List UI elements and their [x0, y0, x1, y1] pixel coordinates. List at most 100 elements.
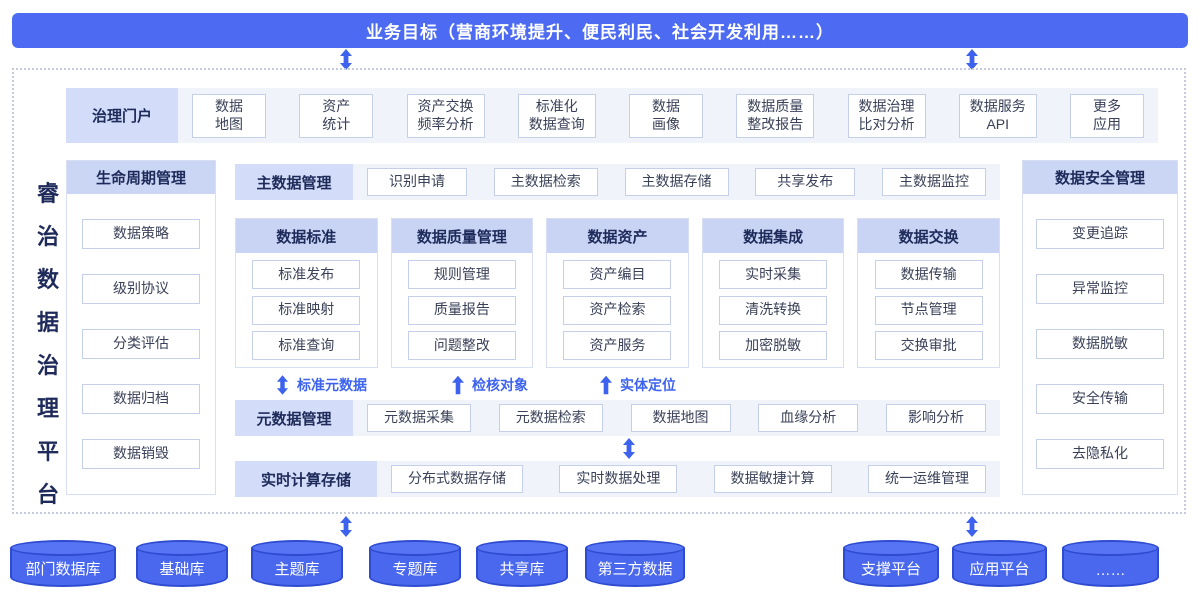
module-data-exchange: 数据交换 数据传输 节点管理 交换审批	[857, 218, 1000, 368]
security-item: 变更追踪	[1036, 219, 1164, 249]
lifecycle-item: 分类评估	[82, 329, 200, 359]
portal-item: 资产 统计	[299, 93, 374, 138]
security-item: 数据脱敏	[1036, 329, 1164, 359]
portal-item: 资产交换 频率分析	[406, 93, 485, 138]
module-item: 标准查询	[252, 331, 361, 361]
metadata-item: 影响分析	[886, 404, 986, 432]
realtime-item: 数据敏捷计算	[713, 465, 832, 493]
flow-check-object: 检核对象	[452, 373, 528, 397]
double-arrow-icon	[966, 49, 978, 70]
database-cylinder-icon: 部门数据库	[10, 540, 116, 587]
flow-label: 检核对象	[472, 377, 528, 393]
realtime-strip: 分布式数据存储 实时数据处理 数据敏捷计算 统一运维管理	[377, 461, 1000, 497]
realtime-item: 统一运维管理	[867, 465, 986, 493]
brand-char: 平	[36, 439, 59, 464]
module-title: 数据资产	[547, 219, 688, 253]
module-item: 清洗转换	[719, 295, 828, 325]
master-data-strip: 识别申请 主数据检索 主数据存储 共享发布 主数据监控	[353, 164, 1000, 200]
database-cylinder-icon: 第三方数据	[585, 540, 685, 587]
portal-item: 数据质量 整改报告	[736, 93, 815, 138]
realtime-item: 分布式数据存储	[391, 465, 523, 493]
portal-strip: 数据 地图 资产 统计 资产交换 频率分析 标准化 数据查询 数据 画像 数据质…	[178, 88, 1158, 143]
portal-item: 数据服务 API	[958, 93, 1037, 138]
portal-item: 数据治理 比对分析	[847, 93, 926, 138]
flow-standard-metadata: 标准元数据	[276, 373, 367, 397]
module-item: 标准发布	[252, 259, 361, 289]
lifecycle-item: 级别协议	[82, 274, 200, 304]
master-data-label: 主数据管理	[235, 164, 353, 200]
database-label: 基础库	[159, 561, 205, 578]
security-item: 异常监控	[1036, 274, 1164, 304]
brand-char: 台	[36, 482, 59, 507]
metadata-item: 数据地图	[630, 404, 731, 432]
lifecycle-title: 生命周期管理	[67, 161, 215, 194]
metadata-strip: 元数据采集 元数据检索 数据地图 血缘分析 影响分析	[353, 400, 1000, 436]
platform-label: 应用平台	[969, 561, 1030, 578]
business-goal-text: 业务目标（营商环境提升、便民利民、社会开发利用……）	[366, 23, 834, 42]
module-data-quality: 数据质量管理 规则管理 质量报告 问题整改	[390, 218, 534, 368]
module-item: 标准映射	[252, 295, 361, 325]
security-column: 数据安全管理 变更追踪 异常监控 数据脱敏 安全传输 去隐私化	[1022, 160, 1178, 495]
module-title: 数据交换	[858, 219, 999, 253]
database-cylinder-icon: ……	[1062, 540, 1159, 587]
portal-item: 标准化 数据查询	[517, 93, 596, 138]
metadata-item: 元数据采集	[367, 404, 471, 432]
database-cylinder-icon: 共享库	[476, 540, 568, 587]
portal-item: 更多 应用	[1070, 93, 1144, 138]
lifecycle-column: 生命周期管理 数据策略 级别协议 分类评估 数据归档 数据销毁	[66, 160, 216, 495]
brand-char: 睿	[36, 181, 59, 206]
module-item: 规则管理	[407, 259, 516, 289]
up-arrow-icon	[600, 375, 612, 395]
lifecycle-item: 数据销毁	[82, 439, 200, 469]
brand-char: 数	[36, 267, 59, 292]
module-data-standard: 数据标准 标准发布 标准映射 标准查询	[235, 218, 378, 368]
brand-char: 据	[36, 310, 59, 335]
module-title: 数据质量管理	[391, 219, 533, 253]
module-data-integration: 数据集成 实时采集 清洗转换 加密脱敏	[701, 218, 845, 368]
database-cylinder-icon: 应用平台	[952, 540, 1047, 587]
master-data-item: 共享发布	[755, 168, 856, 196]
brand-char: 治	[36, 224, 59, 249]
brand-char: 理	[36, 396, 59, 421]
portal-label: 治理门户	[66, 88, 178, 143]
module-item: 资产服务	[563, 331, 672, 361]
database-label: 共享库	[499, 561, 545, 578]
module-item: 资产编目	[563, 259, 672, 289]
module-title: 数据标准	[236, 219, 377, 253]
realtime-label: 实时计算存储	[235, 461, 377, 497]
business-goal-banner: 业务目标（营商环境提升、便民利民、社会开发利用……）	[12, 13, 1188, 48]
portal-row: 治理门户 数据 地图 资产 统计 资产交换 频率分析 标准化 数据查询 数据 画…	[66, 88, 1158, 143]
double-arrow-icon	[966, 516, 978, 537]
database-cylinder-icon: 主题库	[251, 540, 343, 587]
module-item: 数据传输	[874, 259, 983, 289]
security-title: 数据安全管理	[1023, 161, 1177, 194]
database-label: 部门数据库	[25, 561, 101, 578]
metadata-row: 元数据管理 元数据采集 元数据检索 数据地图 血缘分析 影响分析	[235, 400, 1000, 436]
security-body: 变更追踪 异常监控 数据脱敏 安全传输 去隐私化	[1023, 194, 1177, 494]
module-item: 问题整改	[407, 331, 516, 361]
database-cylinder-icon: 支撑平台	[843, 540, 939, 587]
platform-label: ……	[1095, 562, 1126, 579]
double-arrow-icon	[340, 49, 352, 70]
database-label: 专题库	[392, 561, 438, 578]
metadata-item: 元数据检索	[498, 404, 603, 432]
database-label: 主题库	[274, 561, 320, 578]
database-label: 第三方数据	[597, 561, 673, 578]
brand-char: 治	[36, 353, 59, 378]
portal-item: 数据 地图	[192, 93, 266, 138]
double-arrow-icon	[623, 438, 635, 459]
module-item: 加密脱敏	[719, 331, 828, 361]
flow-label: 实体定位	[620, 377, 676, 393]
lifecycle-item: 数据归档	[82, 384, 200, 414]
platform-label: 支撑平台	[860, 561, 921, 578]
module-columns: 数据标准 标准发布 标准映射 标准查询 数据质量管理 规则管理 质量报告 问题整…	[235, 218, 1000, 368]
double-arrow-icon	[340, 516, 352, 537]
platform-frame	[12, 68, 1186, 514]
flow-entity-location: 实体定位	[600, 373, 676, 397]
lifecycle-body: 数据策略 级别协议 分类评估 数据归档 数据销毁	[67, 194, 215, 494]
master-data-item: 主数据监控	[882, 168, 986, 196]
realtime-item: 实时数据处理	[559, 465, 678, 493]
module-item: 质量报告	[407, 295, 516, 325]
master-data-row: 主数据管理 识别申请 主数据检索 主数据存储 共享发布 主数据监控	[235, 164, 1000, 200]
